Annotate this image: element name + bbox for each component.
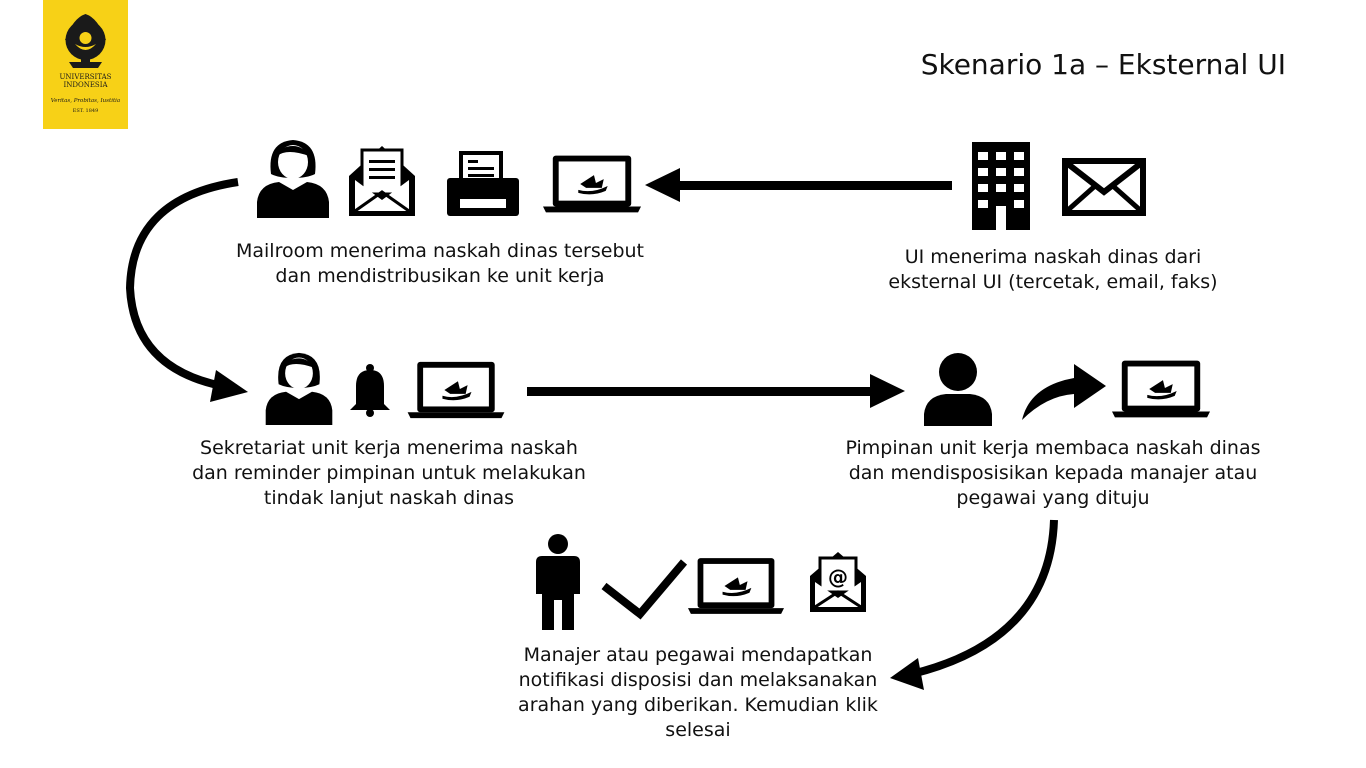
- caption-mailroom: Mailroom menerima naskah dinas tersebut …: [215, 239, 665, 289]
- woman-icon: [257, 140, 329, 218]
- building-icon: [972, 142, 1030, 230]
- caption-line: tindak lanjut naskah dinas: [263, 487, 515, 509]
- caption-line: dan reminder pimpinan untuk melakukan: [192, 462, 586, 484]
- university-logo: UNIVERSITAS INDONESIA Veritas, Probitas,…: [43, 0, 128, 129]
- caption-line: arahan yang diberikan. Kemudian klik: [518, 694, 878, 716]
- arrow-ui-to-mailroom: [645, 168, 952, 202]
- caption-line: notifikasi disposisi dan melaksanakan: [518, 669, 878, 691]
- laptop-icon: [543, 155, 641, 213]
- laptop-icon: [1112, 360, 1210, 418]
- logo-motto: Veritas, Probitas, Iustitia: [50, 98, 121, 104]
- page-title: Skenario 1a – Eksternal UI: [920, 48, 1286, 81]
- laptop-icon: [407, 361, 505, 419]
- caption-line: dan mendisposisikan kepada manajer atau: [848, 462, 1258, 484]
- caption-line: Pimpinan unit kerja membaca naskah dinas: [845, 437, 1261, 459]
- caption-line: Manajer atau pegawai mendapatkan: [523, 644, 873, 666]
- laptop-icon: [688, 558, 784, 614]
- caption-line: UI menerima naskah dinas dari: [904, 246, 1202, 268]
- caption-line: pegawai yang dituju: [956, 487, 1150, 509]
- email-at-icon: @: [810, 552, 866, 612]
- standing-man-icon: [536, 534, 580, 630]
- caption-pimpinan: Pimpinan unit kerja membaca naskah dinas…: [833, 436, 1273, 511]
- logo-est: EST. 1849: [72, 108, 99, 114]
- curved-arrow-pimpinan-to-manajer: [890, 519, 1058, 690]
- forward-arrow-icon: [1022, 364, 1106, 420]
- curved-arrow-mailroom-to-sekretariat: [125, 178, 248, 402]
- envelope-icon: [1062, 158, 1146, 216]
- woman-icon: [265, 352, 333, 425]
- checkmark-icon: [601, 559, 688, 620]
- caption-line: Sekretariat unit kerja menerima naskah: [200, 437, 578, 459]
- caption-line: Mailroom menerima naskah dinas tersebut: [235, 240, 645, 262]
- caption-ui-external: UI menerima naskah dinas dari eksternal …: [853, 245, 1253, 295]
- bell-icon: [350, 364, 390, 417]
- person-icon: [924, 353, 992, 426]
- caption-line: selesai: [665, 719, 731, 741]
- logo-name-line1: UNIVERSITAS: [59, 73, 112, 81]
- printer-icon: [447, 151, 519, 216]
- logo-name-line2: INDONESIA: [63, 81, 108, 89]
- caption-line: eksternal UI (tercetak, email, faks): [888, 271, 1218, 293]
- caption-line: dan mendistribusikan ke unit kerja: [275, 265, 605, 287]
- caption-sekretariat: Sekretariat unit kerja menerima naskah d…: [170, 436, 608, 511]
- makara-emblem-icon: [65, 14, 106, 68]
- svg-text:@: @: [828, 565, 848, 589]
- arrow-sekretariat-to-pimpinan: [527, 374, 905, 408]
- open-mail-icon: [349, 146, 415, 216]
- caption-manajer: Manajer atau pegawai mendapatkan notifik…: [498, 643, 898, 743]
